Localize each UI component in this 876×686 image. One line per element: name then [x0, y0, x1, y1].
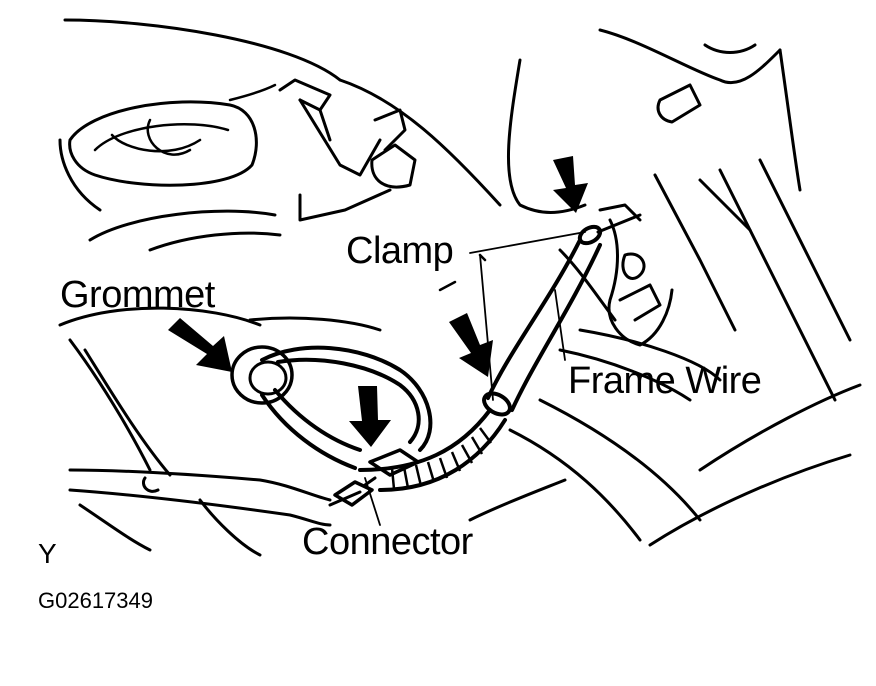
connector-label: Connector: [302, 521, 473, 563]
figure-code: G02617349: [38, 588, 153, 613]
background-structure: [58, 18, 862, 557]
arrow-icon-lower-clamp: [449, 313, 493, 377]
arrow-icons: [168, 156, 588, 447]
frame-wire-label: Frame Wire: [568, 360, 762, 402]
clamp-label: Clamp: [346, 230, 454, 272]
leader-lines: [364, 231, 586, 526]
arrow-icon-upper-clamp: [553, 156, 588, 213]
grommet-label: Grommet: [60, 274, 215, 316]
view-letter: Y: [38, 538, 57, 569]
arrow-icon-connector-top: [349, 386, 391, 447]
arrow-icon-grommet: [168, 318, 232, 372]
